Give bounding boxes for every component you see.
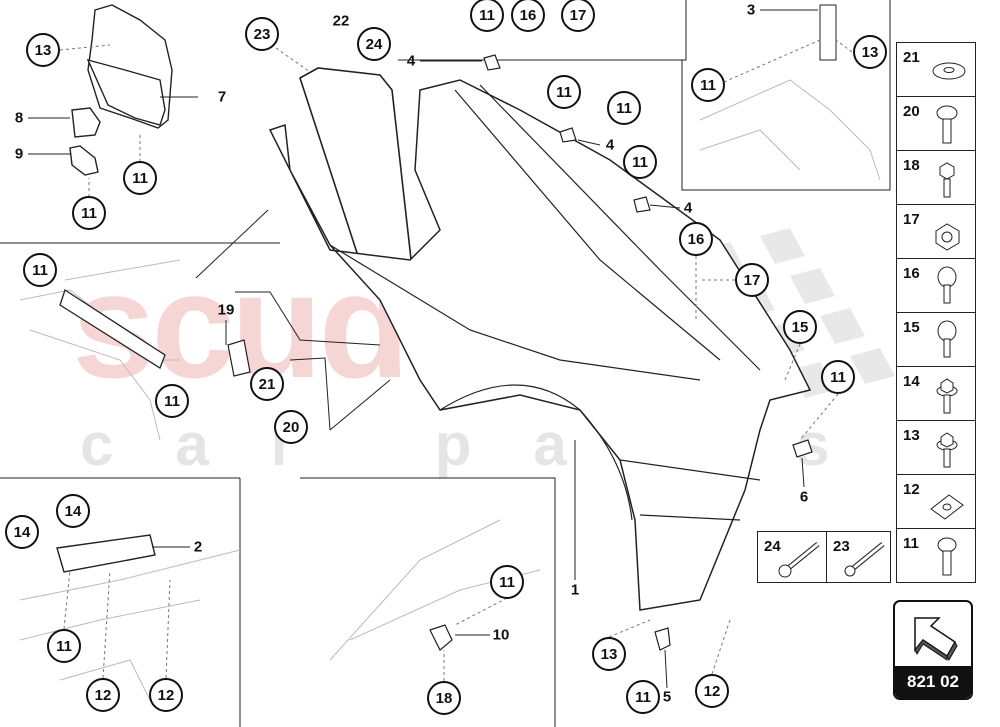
callout-13[interactable]: 13 [592,637,626,671]
callout-11[interactable]: 11 [821,360,855,394]
part-number-4[interactable]: 4 [406,52,416,70]
callout-12[interactable]: 12 [149,678,183,712]
hardware-label: 20 [903,103,920,120]
washer-icon [932,62,966,80]
hardware-label: 14 [903,373,920,390]
callout-11[interactable]: 11 [691,68,725,102]
hardware-label: 21 [903,49,920,66]
callout-17[interactable]: 17 [735,263,769,297]
callout-12[interactable]: 12 [86,678,120,712]
part-number-9[interactable]: 9 [14,145,24,163]
callout-11[interactable]: 11 [72,196,106,230]
part-number-1[interactable]: 1 [570,581,580,599]
callout-11[interactable]: 11 [626,680,660,714]
hardware-item-12[interactable]: 12 [897,475,975,529]
page-reference-button[interactable]: 821 02 [893,600,973,700]
dome-stud-icon [937,266,957,304]
hardware-label: 11 [903,535,919,552]
callout-12[interactable]: 12 [695,674,729,708]
hex-flange-bolt-icon [936,432,958,468]
part-number-5[interactable]: 5 [662,688,672,706]
callout-14[interactable]: 14 [56,494,90,528]
torx-flange-bolt-icon [937,537,957,576]
hardware-label: 15 [903,319,920,336]
callout-11[interactable]: 11 [123,161,157,195]
hardware-legend-row: 24 23 [757,531,891,583]
callout-11[interactable]: 11 [490,565,524,599]
hardware-item-17[interactable]: 17 [897,205,975,259]
part-number-10[interactable]: 10 [492,626,510,644]
callout-11[interactable]: 11 [155,384,189,418]
hardware-item-15[interactable]: 15 [897,313,975,367]
part-number-22[interactable]: 22 [332,12,350,30]
callout-11[interactable]: 11 [607,91,641,125]
arrow-up-left-icon [914,617,958,662]
hex-nut-icon [935,223,960,251]
hardware-item-23[interactable]: 23 [827,532,890,582]
hardware-label: 17 [903,211,920,228]
hardware-item-13[interactable]: 13 [897,421,975,475]
hardware-label: 23 [833,538,850,555]
hardware-item-24[interactable]: 24 [758,532,827,582]
hardware-label: 13 [903,427,920,444]
callout-15[interactable]: 15 [783,310,817,344]
hex-bolt-icon [939,162,955,198]
callout-13[interactable]: 13 [853,35,887,69]
long-flange-bolt-icon [778,542,820,578]
callout-24[interactable]: 24 [357,27,391,61]
hardware-item-18[interactable]: 18 [897,151,975,205]
callout-23[interactable]: 23 [245,17,279,51]
part-number-8[interactable]: 8 [14,109,24,127]
part-number-6[interactable]: 6 [799,488,809,506]
hardware-item-20[interactable]: 20 [897,97,975,151]
callout-11[interactable]: 11 [470,0,504,32]
callout-13[interactable]: 13 [26,33,60,67]
hardware-legend: 21 20 18 17 16 15 14 13 [896,42,976,583]
hardware-label: 12 [903,481,920,498]
hardware-label: 24 [764,538,781,555]
hex-flange-bolt-icon [936,378,958,414]
hardware-item-14[interactable]: 14 [897,367,975,421]
callout-11[interactable]: 11 [623,145,657,179]
callout-11[interactable]: 11 [547,75,581,109]
part-number-4[interactable]: 4 [683,199,693,217]
callout-18[interactable]: 18 [427,681,461,715]
hardware-label: 16 [903,265,920,282]
torx-flange-bolt-icon [936,105,958,144]
hardware-item-21[interactable]: 21 [897,43,975,97]
spring-clip-nut-icon [930,494,964,520]
part-number-3[interactable]: 3 [746,1,756,19]
part-number-7[interactable]: 7 [217,88,227,106]
part-number-2[interactable]: 2 [193,538,203,556]
callout-20[interactable]: 20 [274,410,308,444]
callout-17[interactable]: 17 [561,0,595,32]
callout-11[interactable]: 11 [47,629,81,663]
callout-14[interactable]: 14 [5,515,39,549]
hardware-label: 18 [903,157,920,174]
hardware-item-11[interactable]: 11 [897,529,975,583]
callout-21[interactable]: 21 [250,367,284,401]
hardware-item-16[interactable]: 16 [897,259,975,313]
part-number-4[interactable]: 4 [605,136,615,154]
callout-16[interactable]: 16 [511,0,545,32]
long-torx-bolt-icon [844,542,885,577]
callout-16[interactable]: 16 [679,222,713,256]
callout-11[interactable]: 11 [23,253,57,287]
dome-stud-icon [937,320,957,358]
part-number-19[interactable]: 19 [217,301,235,319]
page-code: 821 02 [895,666,971,698]
